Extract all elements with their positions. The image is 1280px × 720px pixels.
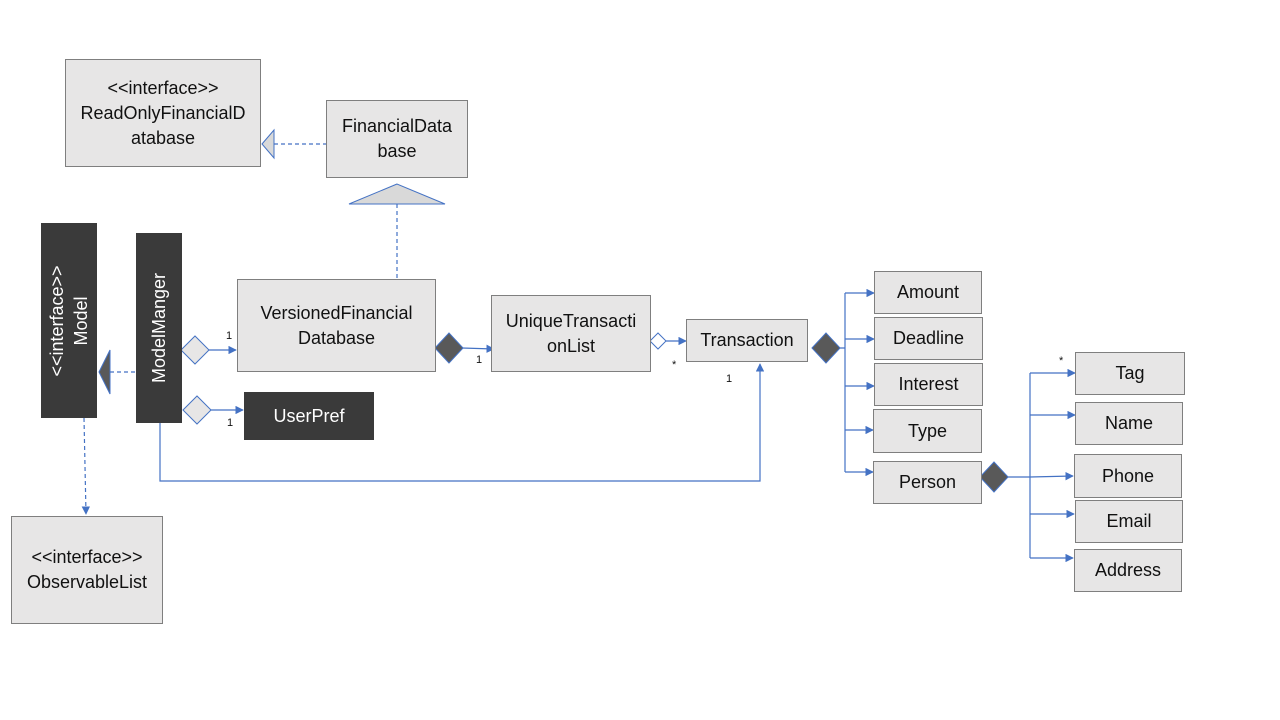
tag-class: Tag [1075, 352, 1185, 395]
financial-database-class: FinancialData base [326, 100, 468, 178]
email-class: Email [1075, 500, 1183, 543]
address-class: Address [1074, 549, 1182, 592]
phone-class: Phone [1074, 454, 1182, 498]
realization-head-readonly [261, 128, 275, 160]
aggregation-diamond-versioned [180, 335, 210, 365]
transaction-class: Transaction [686, 319, 808, 362]
deadline-class: Deadline [874, 317, 983, 360]
versioned-financial-database-class: VersionedFinancial Database [237, 279, 436, 372]
aggregation-diamond-userpref [182, 395, 212, 425]
multiplicity-manager-transaction: 1 [726, 373, 733, 385]
user-pref-class: UserPref [244, 392, 374, 440]
composition-diamond-unique [434, 332, 464, 364]
type-class: Type [873, 409, 982, 453]
composition-line-unique [461, 344, 495, 353]
realization-head-financial [348, 183, 446, 205]
multiplicity-person-tag: * [1059, 355, 1064, 367]
name-class: Name [1075, 402, 1183, 445]
amount-class: Amount [874, 271, 982, 314]
multiplicity-manager-userpref: 1 [227, 417, 234, 429]
multiplicity-versioned-unique: 1 [476, 354, 483, 366]
model-interface-label: <<interface>> Model [47, 264, 91, 377]
realization-head-model [98, 349, 111, 395]
model-manager-class: ModelManger [136, 233, 182, 423]
unique-transaction-list-class: UniqueTransacti onList [491, 295, 651, 372]
interest-class: Interest [874, 363, 983, 406]
multiplicity-unique-transaction: * [672, 359, 677, 371]
composition-diamond-transaction [811, 332, 841, 364]
dependency-line-observable [81, 417, 91, 515]
model-manager-label: ModelManger [149, 272, 169, 384]
readonly-financial-database-class: <<interface>> ReadOnlyFinancialD atabase [65, 59, 261, 167]
association-line-manager-transaction [159, 363, 765, 482]
observable-list-class: <<interface>> ObservableList [11, 516, 163, 624]
person-class: Person [873, 461, 982, 504]
branch-phone [1029, 471, 1074, 481]
model-interface-class: <<interface>> Model [41, 223, 97, 418]
multiplicity-manager-versioned: 1 [226, 330, 233, 342]
aggregation-diamond-transaction [649, 332, 667, 350]
composition-diamond-person [979, 461, 1009, 493]
